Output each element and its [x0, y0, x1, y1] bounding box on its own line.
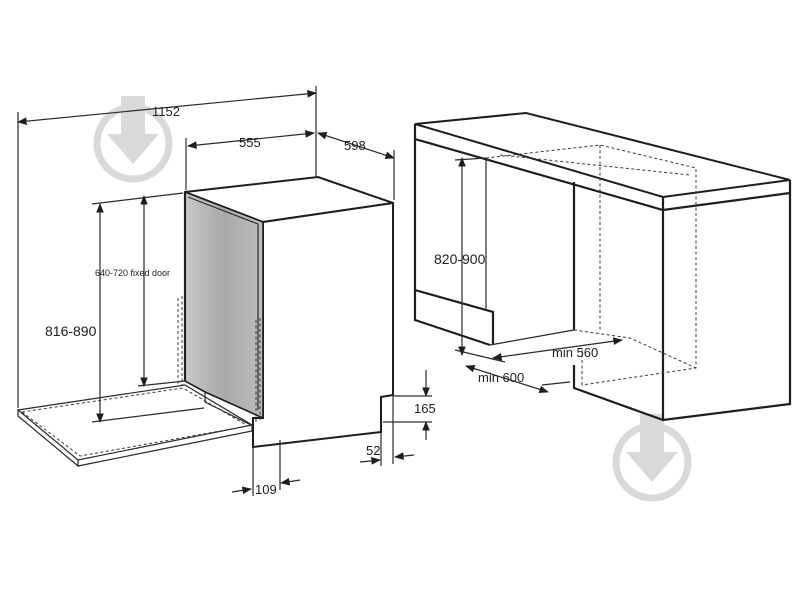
dim-label-door-offset: 109 — [255, 482, 277, 497]
dimension-lines-right — [454, 157, 623, 394]
installation-niche — [413, 111, 792, 422]
dimension-lines-left — [17, 86, 432, 496]
dim-label-niche-height: 820-900 — [434, 251, 486, 267]
dishwasher-unit — [177, 175, 394, 449]
dim-label-height: 816-890 — [45, 323, 97, 339]
dim-label-niche-min-depth: min 560 — [552, 345, 598, 360]
dim-label-total-depth: 1152 — [152, 104, 180, 119]
dim-label-niche-min-width: min 600 — [478, 370, 524, 385]
dim-label-appliance-depth: 555 — [239, 135, 261, 150]
dim-label-plinth-height: 165 — [414, 401, 436, 416]
download-watermark-icon — [612, 414, 692, 502]
dim-label-door-height: 640-720 fixed door — [95, 268, 170, 278]
door-panel — [184, 190, 264, 420]
dim-label-appliance-width: 598 — [344, 138, 366, 153]
dim-label-plinth-depth: 52 — [366, 443, 380, 458]
